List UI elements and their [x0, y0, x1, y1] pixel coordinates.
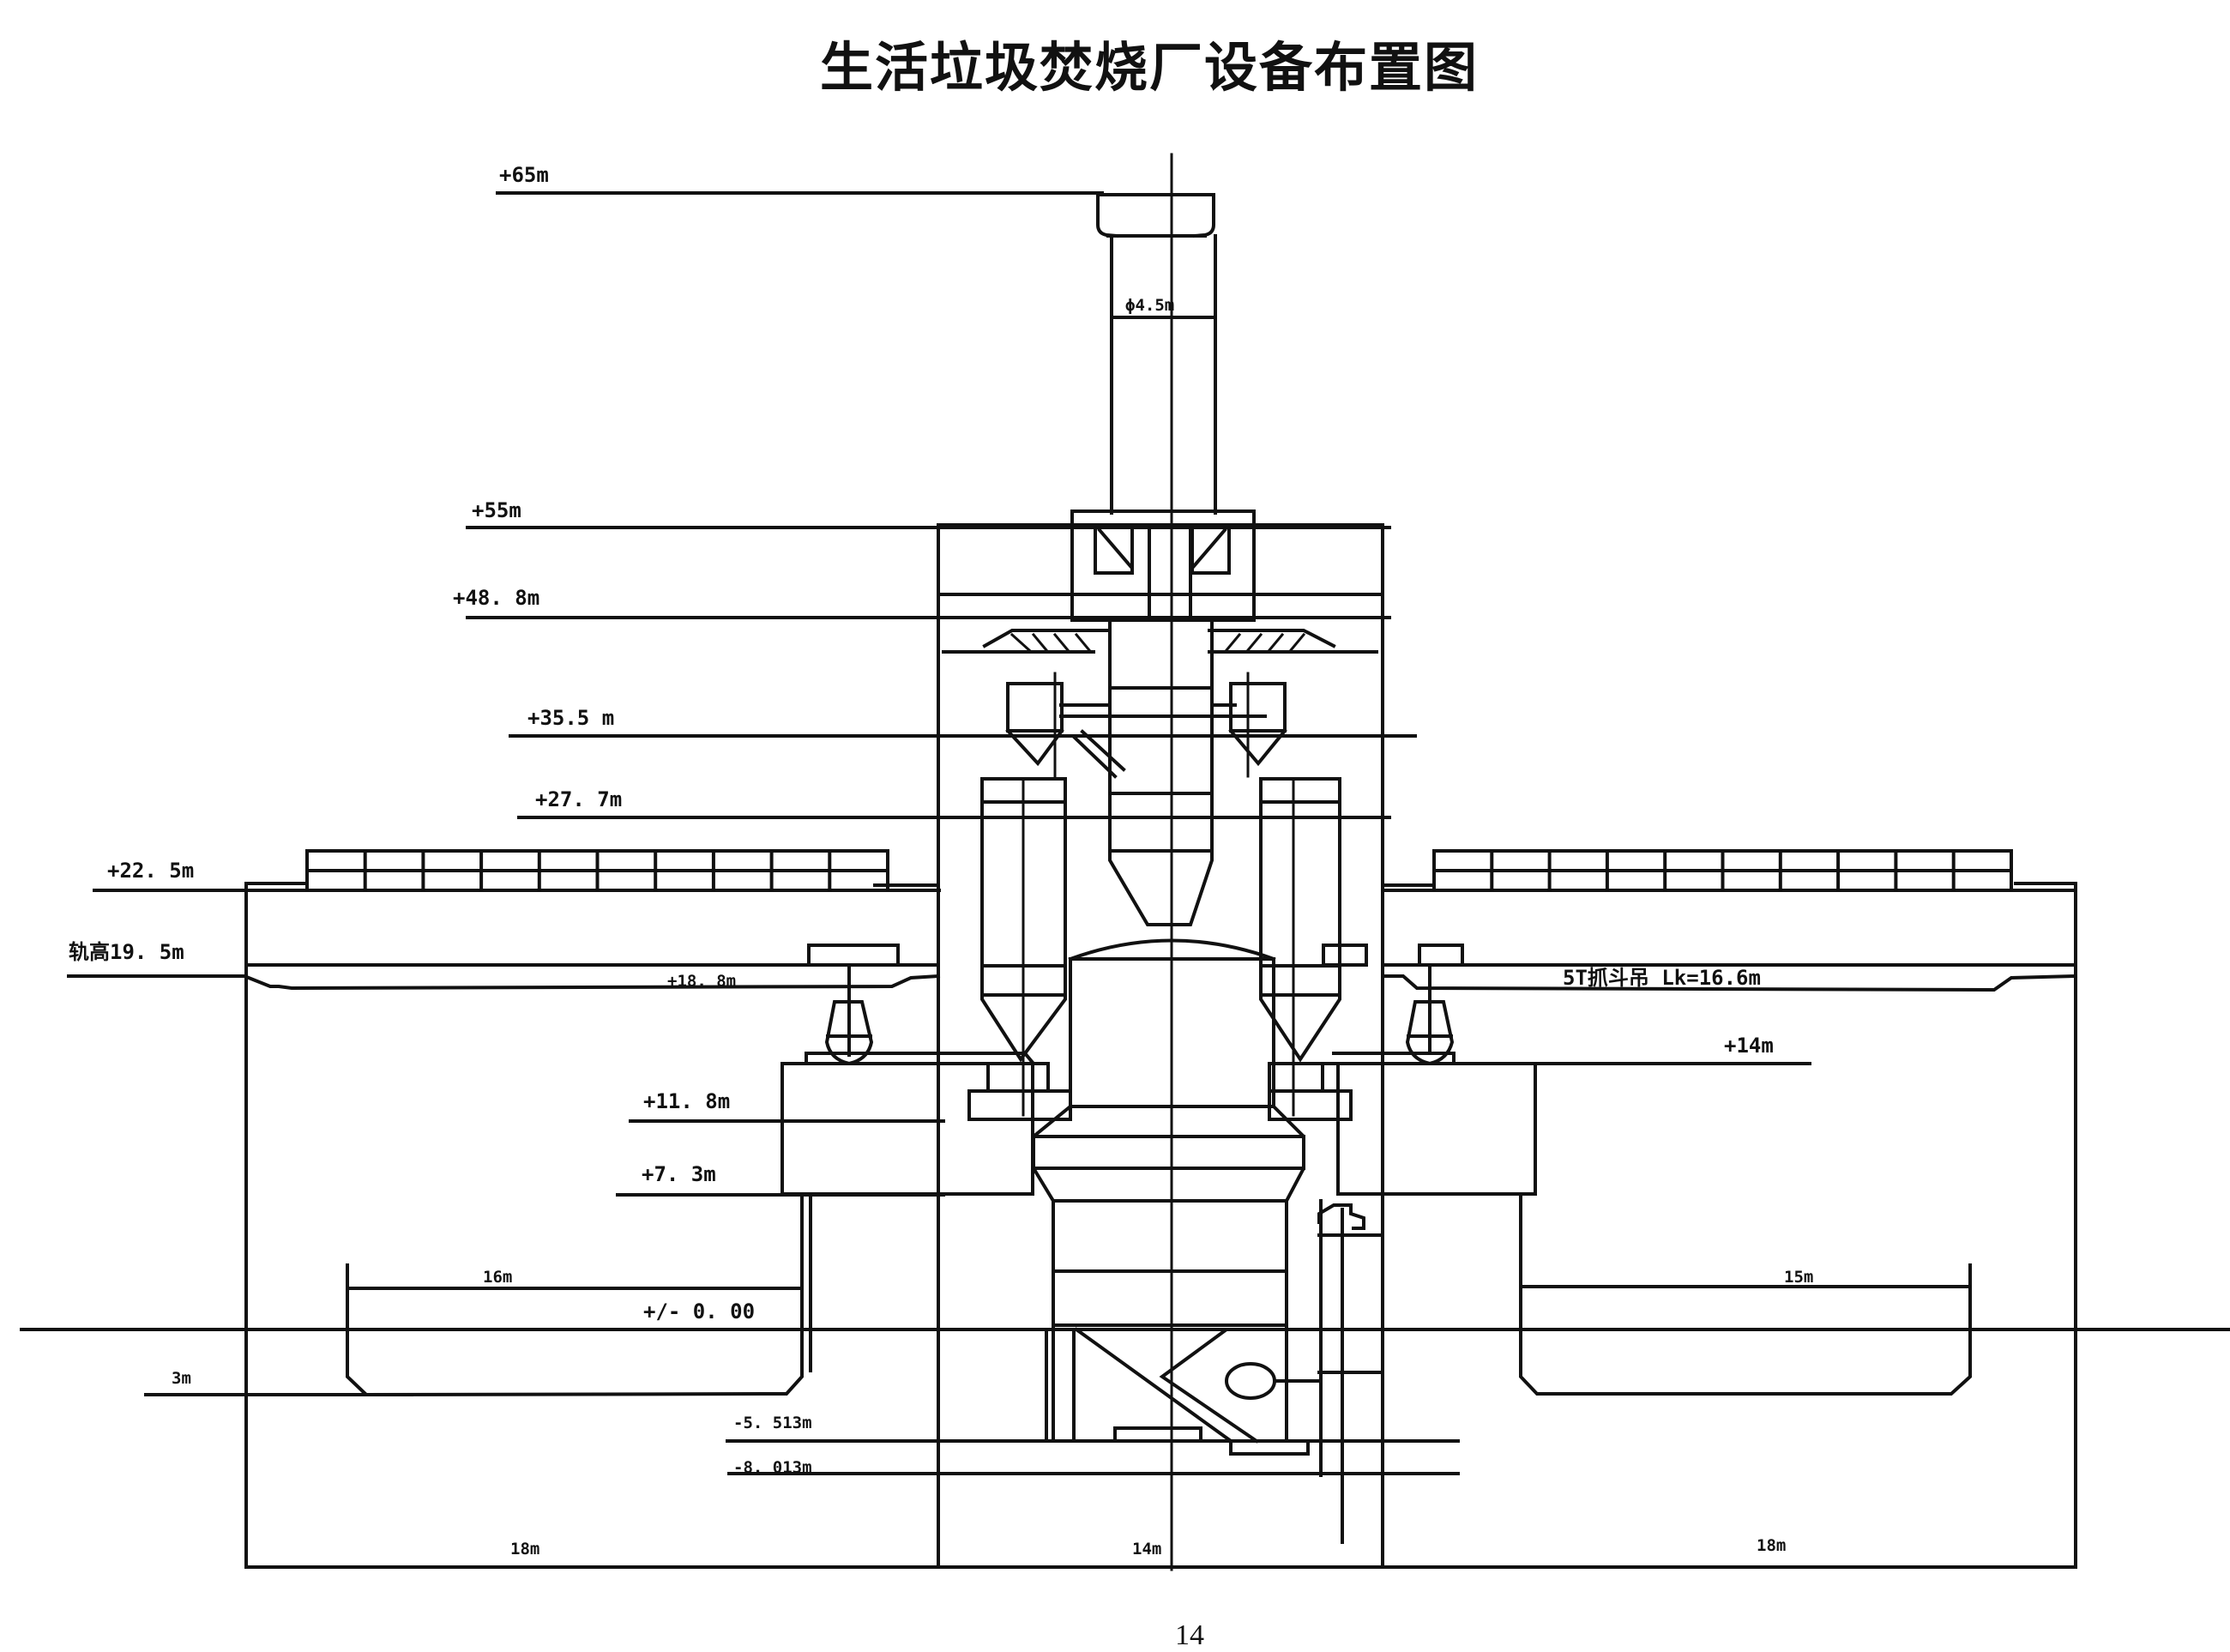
label-elevation-22-5: +22. 5m [107, 859, 194, 883]
right-feeder-block [1268, 1062, 1324, 1093]
flue-house-box [1070, 509, 1256, 622]
left-crane-girder [67, 974, 941, 991]
slag-chute-2 [1088, 1328, 1259, 1444]
slag-conveyor [1229, 1439, 1310, 1456]
left-platform-top [805, 1052, 1036, 1066]
truss-left-top [982, 629, 1108, 648]
right-crane-trolley-2 [1418, 944, 1464, 967]
boiler-hall-crane [942, 629, 1378, 654]
chimney [1096, 193, 1217, 515]
label-elevation-48-8: +48. 8m [453, 586, 539, 610]
label-left-pit-width: 16m [483, 1268, 512, 1287]
stair-tower [1317, 1203, 1365, 1230]
truss-right-web [1224, 632, 1306, 653]
right-crane-trolley [1322, 944, 1368, 967]
drawing-title: 生活垃圾焚烧厂设备布置图 [819, 36, 1479, 99]
flue-duct-diagonal-2 [1080, 729, 1126, 772]
right-silo-body [1259, 777, 1341, 968]
right-bunker-pit [1519, 1193, 1972, 1396]
left-cyclone-top [1006, 682, 1064, 733]
page-number: 14 [1175, 1619, 1204, 1651]
slag-extractor [1225, 1362, 1276, 1400]
equipment-labels: 5T抓斗吊 Lk=16.6m [1563, 966, 1761, 990]
flue-house [1070, 509, 1256, 622]
slag-base [1113, 1426, 1202, 1443]
left-roof-panels [305, 849, 889, 892]
left-bunker-pit [346, 1193, 804, 1397]
left-platform-block [780, 1062, 1034, 1196]
right-roof-ledge [2014, 882, 2077, 892]
label-elevation-55: +55m [472, 498, 521, 522]
platforms [780, 1052, 1537, 1196]
right-crane-girder [1381, 974, 2078, 992]
boiler-dome [1068, 938, 1276, 962]
left-crane-trolley [807, 944, 900, 967]
label-elevation-m5-513: -5. 513m [733, 1414, 812, 1432]
elevation-lines [20, 191, 2230, 1475]
elevation-labels: +65m +55m +48. 8m +35.5 m +27. 7m +22. 5… [69, 163, 1774, 1477]
flue-hopper-slope-right [1191, 528, 1227, 569]
flue-column [1059, 616, 1267, 926]
label-elevation-11-8: +11. 8m [643, 1089, 730, 1113]
flue-house-hopper-right [1190, 526, 1231, 575]
label-crane-note: 5T抓斗吊 Lk=16.6m [1563, 966, 1761, 990]
right-waste-bunker [1519, 1193, 1972, 1396]
ash-handling [1045, 1199, 1384, 1544]
label-elevation-0: +/- 0. 00 [643, 1299, 755, 1323]
left-silo-cone [980, 993, 1067, 1063]
truss-right-top [1208, 629, 1336, 648]
label-elevation-27-7: +27. 7m [535, 787, 622, 811]
left-silo [980, 777, 1067, 1117]
label-elevation-7-3: +7. 3m [642, 1162, 716, 1186]
left-cyclone-separator [1005, 672, 1064, 778]
right-grab-crane [1322, 944, 1464, 1066]
label-elevation-m8-013: -8. 013m [733, 1458, 812, 1477]
right-feeder-base [1268, 1089, 1353, 1121]
left-grab-crane [807, 944, 900, 1066]
left-feeder-base [967, 1089, 1072, 1121]
truss-left-web [1010, 632, 1092, 653]
flue-duct-diagonal-1 [1072, 735, 1118, 779]
right-platform-block [1336, 1062, 1537, 1196]
left-waste-bunker [346, 1193, 812, 1397]
boiler-flare-right [1271, 1104, 1305, 1203]
left-feeder-block [986, 1062, 1050, 1093]
label-right-bay-width: 18m [1757, 1536, 1786, 1555]
label-pit-depth: 3m [172, 1369, 191, 1388]
label-elevation-14: +14m [1724, 1034, 1774, 1058]
label-right-pit-width: 15m [1784, 1268, 1813, 1287]
right-cyclone-cone [1228, 728, 1287, 767]
label-center-bay-width: 14m [1132, 1540, 1161, 1559]
label-left-bay-width: 18m [510, 1540, 539, 1559]
flue-house-hopper [1094, 526, 1134, 575]
right-cyclone-separator [1228, 672, 1287, 778]
slag-chute [1074, 1327, 1233, 1444]
building-outline [244, 523, 2077, 1569]
incinerator-boiler [1032, 938, 1305, 1443]
right-cyclone-top [1229, 682, 1287, 733]
label-elevation-65: +65m [499, 163, 549, 187]
flue-hopper-slope-left [1097, 528, 1133, 569]
label-chimney-diameter: ϕ4.5m [1125, 296, 1174, 315]
flue-column-cone [1108, 849, 1214, 926]
dimension-labels: ϕ4.5m 3m 16m 15m 18m 14m 18m [172, 296, 1813, 1559]
label-elevation-18-8: +18. 8m [667, 972, 736, 991]
label-elevation-35-5: +35.5 m [527, 706, 614, 730]
label-rail-height-19-5: 轨高19. 5m [69, 940, 184, 964]
chimney-cap [1096, 193, 1215, 238]
right-roof-panels [1432, 849, 2013, 892]
right-silo-cone [1259, 993, 1341, 1063]
